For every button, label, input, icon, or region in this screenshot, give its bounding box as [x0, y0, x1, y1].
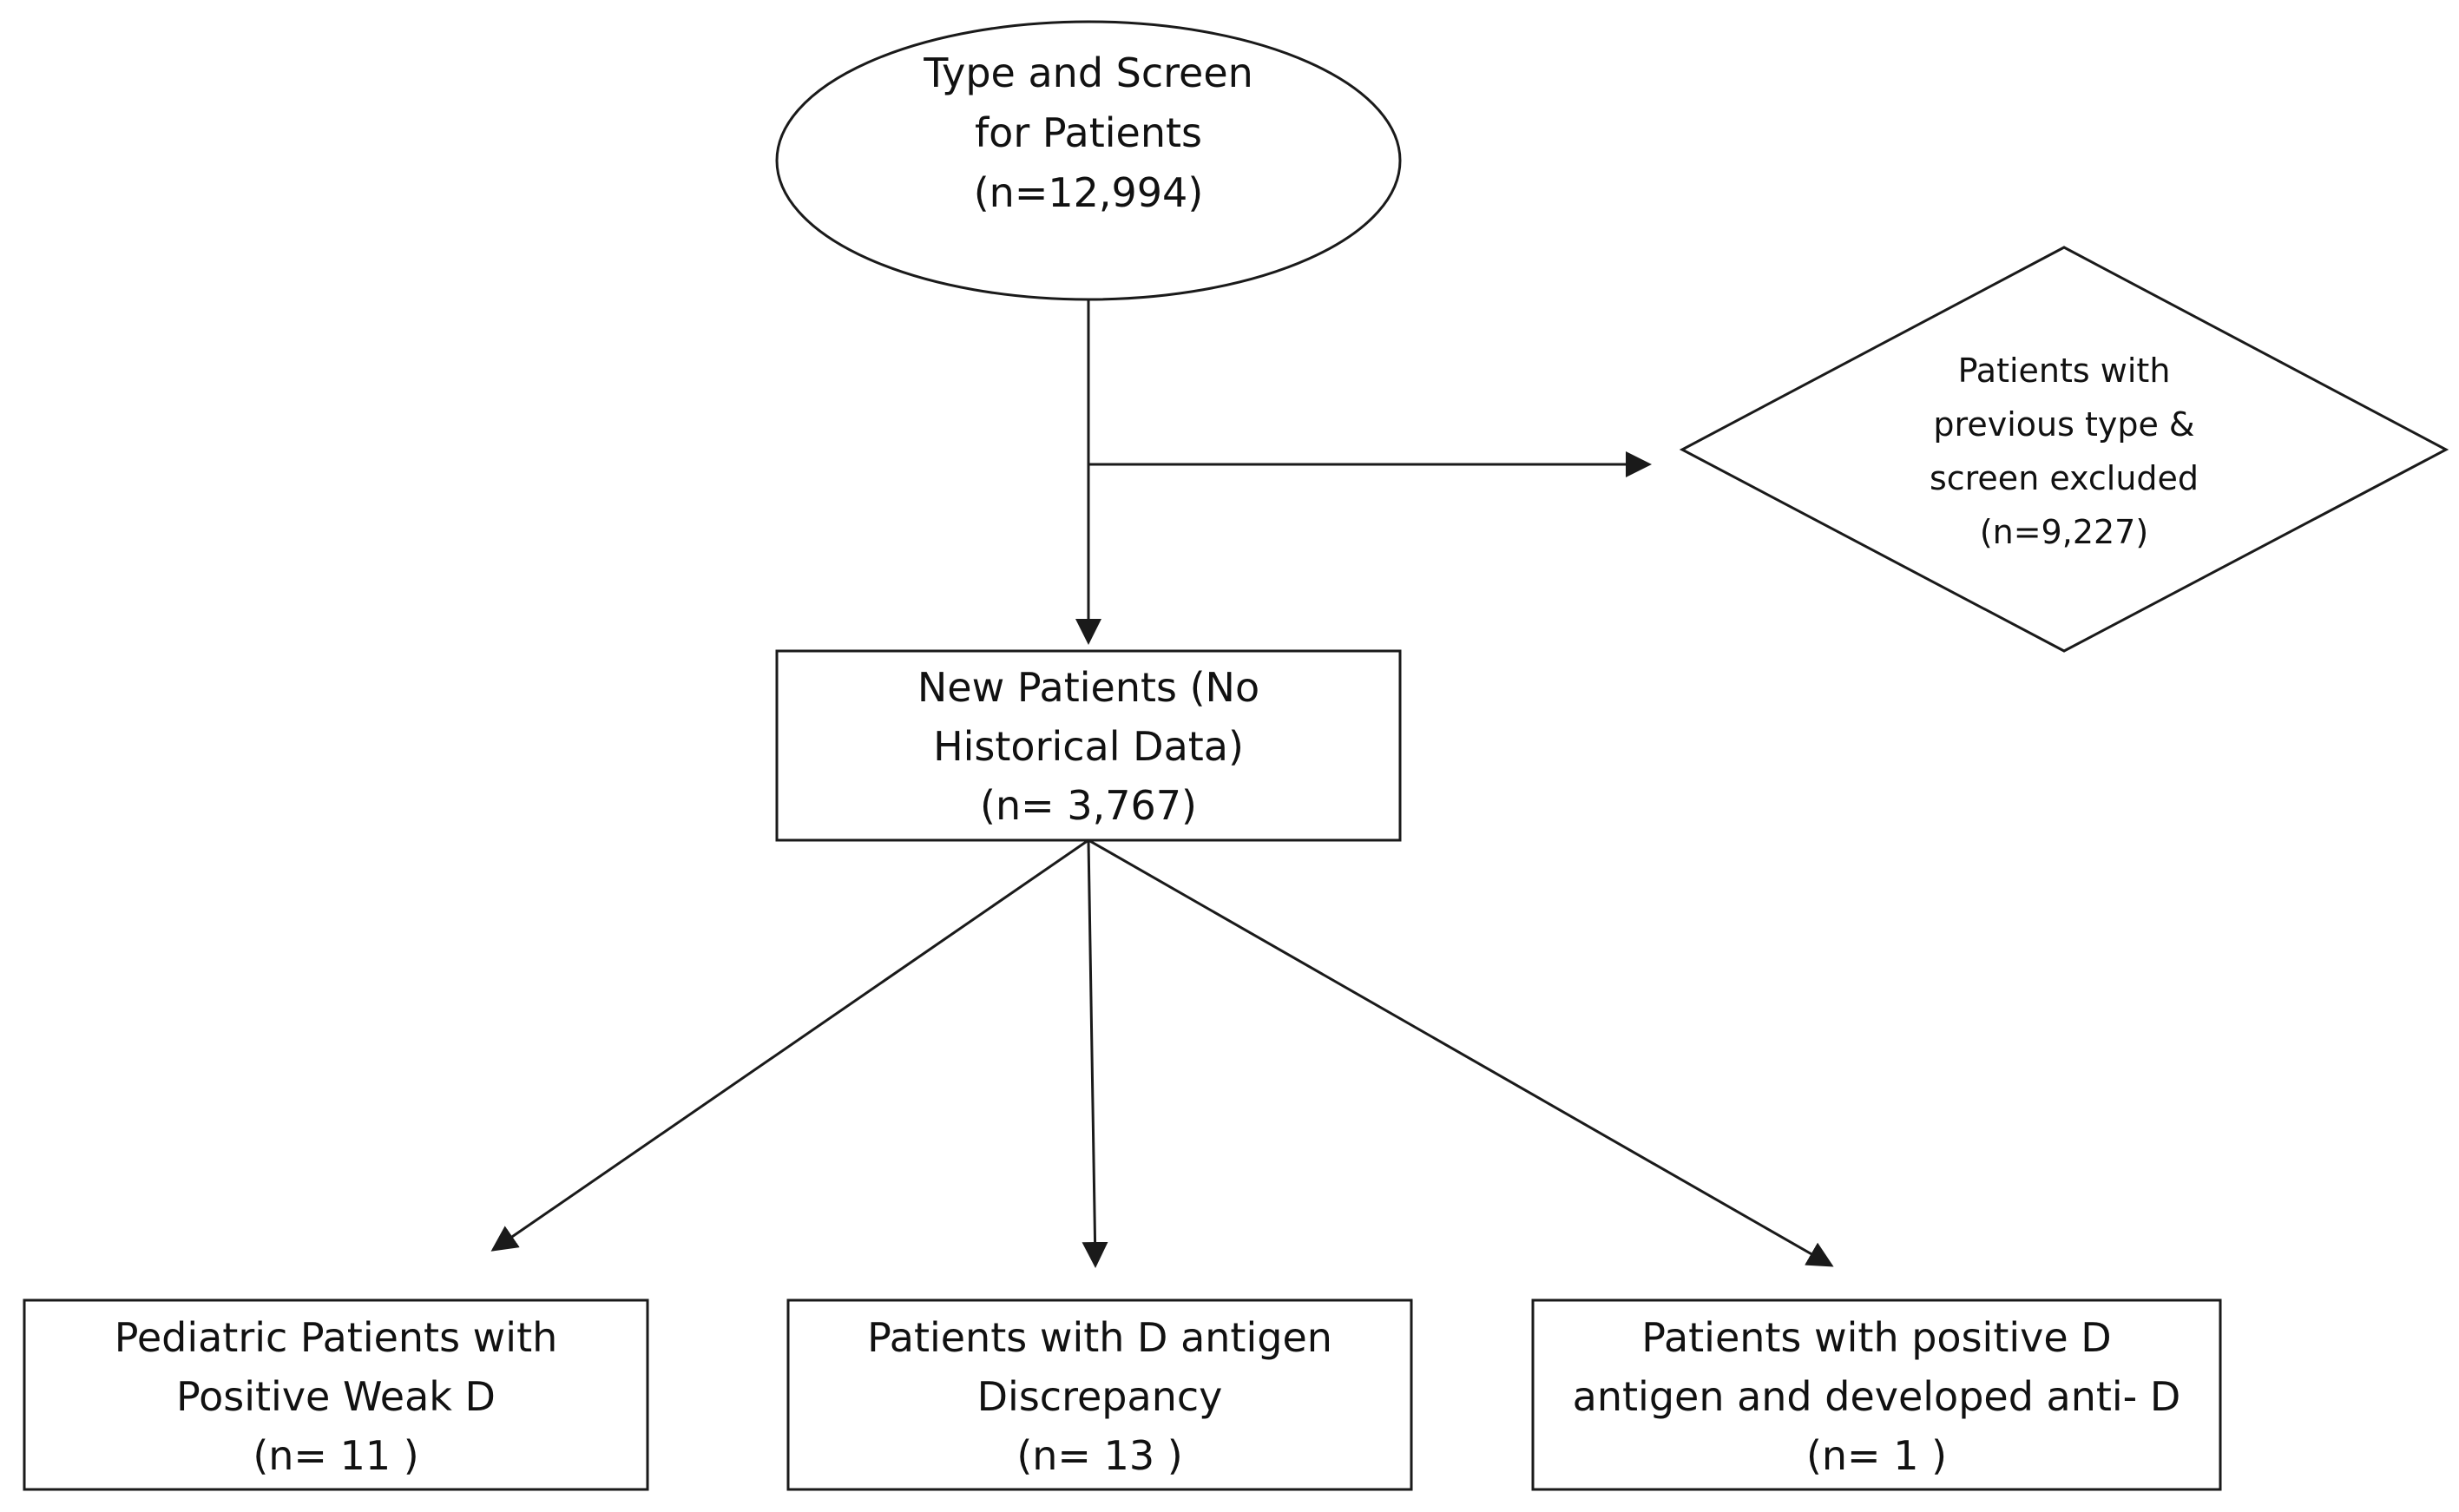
- start-line-1: Type and Screen: [923, 49, 1253, 96]
- outcome-1-line-1: Pediatric Patients with: [115, 1314, 558, 1361]
- new-patients-line-1: New Patients (No: [917, 664, 1259, 711]
- excluded-line-2: previous type &: [1933, 405, 2194, 444]
- outcome-node-3: Patients with positive D antigen and dev…: [1531, 1298, 2222, 1491]
- excluded-line-3: screen excluded: [1930, 459, 2199, 497]
- start-line-3: (n=12,994): [974, 169, 1204, 216]
- outcome-3-line-3: (n= 1 ): [1806, 1432, 1947, 1479]
- start-line-2: for Patients: [975, 109, 1202, 156]
- excluded-line-1: Patients with: [1958, 352, 2171, 390]
- outcome-node-1: Pediatric Patients with Positive Weak D …: [23, 1298, 649, 1491]
- excluded-node: Patients with previous type & screen exc…: [1679, 246, 2449, 653]
- new-patients-node: New Patients (No Historical Data) (n= 3,…: [775, 649, 1402, 842]
- connector-to-outcome-1: [490, 838, 1089, 1252]
- outcome-box-3: [1531, 1298, 2222, 1491]
- outcome-2-line-3: (n= 13 ): [1016, 1432, 1182, 1479]
- start-node: Type and Screen for Patients (n=12,994): [775, 20, 1402, 301]
- excluded-line-4: (n=9,227): [1980, 513, 2148, 551]
- outcome-box-2: [786, 1298, 1413, 1491]
- outcome-2-line-2: Discrepancy: [977, 1373, 1223, 1420]
- outcome-1-line-3: (n= 11 ): [253, 1432, 418, 1479]
- outcome-3-line-1: Patients with positive D: [1641, 1314, 2111, 1361]
- new-patients-line-2: Historical Data): [933, 723, 1244, 770]
- outcome-3-line-2: antigen and developed anti- D: [1573, 1373, 2181, 1420]
- connector-to-outcome-3: [1088, 838, 1834, 1267]
- connector-to-outcome-2: [1082, 839, 1108, 1268]
- excluded-diamond: [1679, 246, 2449, 653]
- outcome-1-line-2: Positive Weak D: [176, 1373, 496, 1420]
- new-patients-line-3: (n= 3,767): [980, 782, 1197, 829]
- outcome-2-line-1: Patients with D antigen: [867, 1314, 1332, 1361]
- outcome-node-2: Patients with D antigen Discrepancy (n= …: [786, 1298, 1413, 1491]
- new-patients-box: [775, 649, 1402, 842]
- outcome-box-1: [23, 1298, 649, 1491]
